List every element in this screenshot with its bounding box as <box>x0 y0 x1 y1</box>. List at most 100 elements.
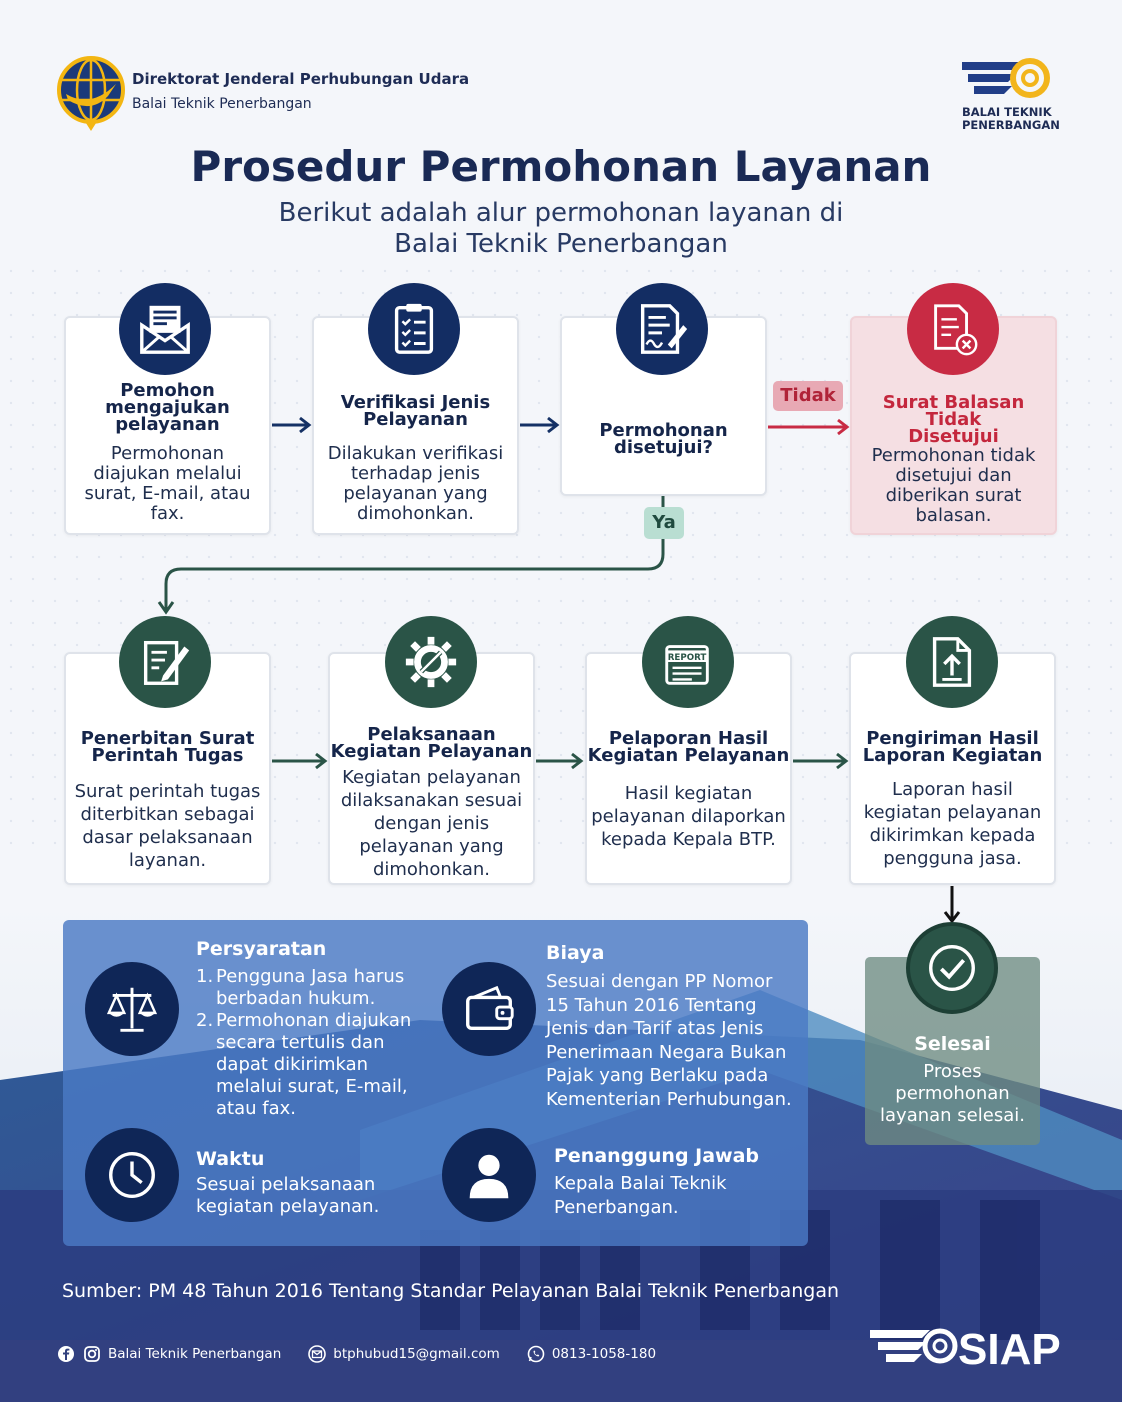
step-desc: fax. <box>150 503 185 524</box>
requirement-text: Pengguna Jasa harus <box>216 966 405 987</box>
cost-line: Kementerian Perhubungan. <box>546 1088 792 1110</box>
page-title: Prosedur Permohonan Layanan <box>190 142 932 191</box>
cost-line: Sesuai dengan PP Nomor <box>546 971 773 992</box>
step-desc: surat, E-mail, atau <box>84 483 251 504</box>
step-desc: dilaksanakan sesuai <box>340 790 523 811</box>
cost-line: Jenis dan Tarif atas Jenis <box>546 1018 764 1039</box>
step-desc: layanan. <box>128 850 207 871</box>
step-title: Disetujui <box>908 426 999 447</box>
scale-icon <box>85 962 179 1056</box>
footer-contacts: Balai Teknik Penerbangan btphubud15@gmai… <box>56 1344 656 1364</box>
step-desc: kegiatan pelayanan <box>863 802 1042 823</box>
facebook-icon[interactable] <box>56 1344 76 1364</box>
arrow-down-icon <box>943 886 961 924</box>
responsible-heading: Penanggung Jawab <box>554 1145 760 1167</box>
step-card-submit: Pemohon mengajukan pelayanan Permohonan … <box>64 316 271 535</box>
siap-logo: SIAP <box>868 1322 1068 1378</box>
step-desc: diterbitkan sebagai <box>80 804 255 825</box>
checkmark-icon <box>906 922 998 1014</box>
decision-no-tag: Tidak <box>773 381 843 411</box>
step-desc: dikirimkan kepada <box>869 825 1036 846</box>
gear-tools-icon <box>385 616 477 708</box>
requirements-heading: Persyaratan <box>196 938 327 960</box>
whatsapp-icon <box>526 1344 546 1364</box>
page-subtitle: Berikut adalah alur permohonan layanan d… <box>0 198 1122 260</box>
email-icon <box>307 1344 327 1364</box>
step-desc: pelayanan yang <box>359 836 504 857</box>
step-title: Laporan Kegiatan <box>862 745 1043 766</box>
finish-desc: layanan selesai. <box>880 1105 1025 1126</box>
responsible-line: Kepala Balai Teknik <box>554 1173 727 1194</box>
step-desc: Kegiatan pelayanan <box>342 767 521 788</box>
step-desc: disetujui dan <box>895 465 1012 486</box>
step-desc: Laporan hasil <box>892 779 1013 800</box>
email-address[interactable]: btphubud15@gmail.com <box>333 1346 500 1362</box>
btp-logo: BALAI TEKNIK PENERBANGAN <box>958 58 1060 138</box>
step-title: Kegiatan Pelayanan <box>330 741 533 762</box>
decision-yes-tag: Ya <box>644 507 684 539</box>
step-title: Pemohon <box>120 380 215 401</box>
step-desc: dimohonkan. <box>356 503 475 524</box>
time-heading: Waktu <box>196 1148 265 1170</box>
arrow-right-icon <box>793 752 849 770</box>
subtitle-line: Balai Teknik Penerbangan <box>394 229 728 259</box>
envelope-icon <box>119 283 211 375</box>
clipboard-checklist-icon <box>368 283 460 375</box>
arrow-right-icon <box>272 416 312 434</box>
phone-number[interactable]: 0813-1058-180 <box>551 1346 657 1362</box>
cost-text: Sesuai dengan PP Nomor 15 Tahun 2016 Ten… <box>546 970 792 1111</box>
responsible-line: Penerbangan. <box>554 1197 679 1218</box>
step-desc: pelayanan dilaporkan <box>591 806 786 827</box>
requirement-text: berbadan hukum. <box>216 988 376 1009</box>
list-number: 1. <box>196 966 214 987</box>
step-title: disetujui? <box>614 437 713 458</box>
step-title: Pengiriman Hasil <box>866 728 1039 749</box>
step-desc: Surat perintah tugas <box>74 781 261 802</box>
step-desc: Hasil kegiatan <box>624 783 753 804</box>
cost-line: Penerimaan Negara Bukan <box>546 1041 787 1063</box>
arrow-right-icon <box>536 752 584 770</box>
step-desc: kepada Kepala BTP. <box>601 829 776 850</box>
social-handle[interactable]: Balai Teknik Penerbangan <box>108 1346 282 1362</box>
subtitle-line: Berikut adalah alur permohonan layanan d… <box>278 198 844 228</box>
document-reject-icon <box>907 283 999 375</box>
finish-desc: Proses <box>923 1061 982 1082</box>
upload-document-icon <box>906 616 998 708</box>
finish-desc: permohonan <box>895 1083 1010 1104</box>
time-text: Sesuai pelaksanaan kegiatan pelayanan. <box>196 1174 379 1218</box>
step-desc: Dilakukan verifikasi <box>327 443 504 464</box>
time-line: Sesuai pelaksanaan <box>196 1174 376 1195</box>
step-title: Penerbitan Surat <box>80 728 255 749</box>
step-title: mengajukan <box>105 397 230 418</box>
step-desc: diberikan surat <box>885 485 1022 506</box>
step-title: Surat Balasan Tidak <box>882 392 1025 430</box>
step-title: Pelaporan Hasil <box>608 728 769 749</box>
arrow-right-icon <box>520 416 560 434</box>
arrow-right-icon <box>272 752 328 770</box>
step-desc: dimohonkan. <box>372 859 491 880</box>
info-panel <box>63 920 808 1246</box>
kemenhub-logo <box>56 54 126 132</box>
time-line: kegiatan pelayanan. <box>196 1196 380 1217</box>
org-name: Direktorat Jenderal Perhubungan Udara <box>132 70 470 88</box>
instagram-icon[interactable] <box>82 1344 102 1364</box>
siap-wordmark: SIAP <box>958 1325 1061 1374</box>
step-desc: pelayanan yang <box>343 483 488 504</box>
step-desc: Permohonan tidak <box>871 445 1036 466</box>
step-desc: pengguna jasa. <box>883 848 1022 869</box>
pen-document-icon <box>119 616 211 708</box>
document-signature-icon <box>616 283 708 375</box>
requirement-text: dapat dikirimkan <box>216 1054 369 1075</box>
finish-card: Selesai Proses permohonan layanan selesa… <box>865 957 1040 1145</box>
step-card-send-report: Pengiriman Hasil Laporan Kegiatan Lapora… <box>849 652 1056 885</box>
cost-line: Pajak yang Berlaku pada <box>546 1065 769 1086</box>
step-desc: diajukan melalui <box>93 463 242 484</box>
step-desc: dasar pelaksanaan <box>82 827 253 848</box>
connector-yes-icon <box>157 496 665 615</box>
step-desc: balasan. <box>915 505 992 526</box>
source-note: Sumber: PM 48 Tahun 2016 Tentang Standar… <box>62 1280 840 1302</box>
requirement-text: Permohonan diajukan <box>216 1010 412 1031</box>
btp-logo-line1: BALAI TEKNIK <box>962 105 1052 119</box>
finish-title: Selesai <box>914 1033 991 1055</box>
